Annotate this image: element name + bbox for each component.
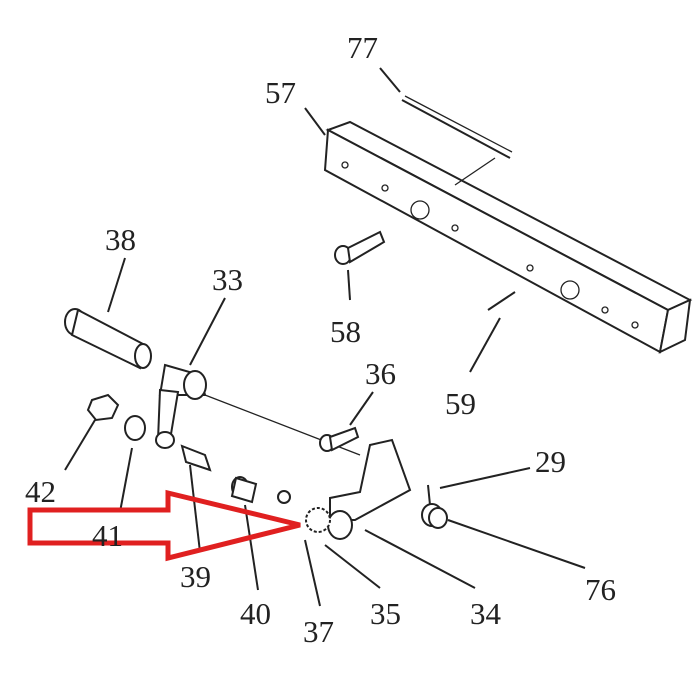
callout-76: 76 [585,572,616,607]
callout-35: 35 [370,596,401,631]
part-37-gear [305,507,331,533]
part-58-screw [334,230,386,265]
callout-77: 77 [347,30,378,65]
callout-38: 38 [105,222,136,257]
part-35-crank [327,438,412,540]
callout-57: 57 [265,75,296,110]
part-41-washer [124,415,146,441]
part-76-roller [421,503,448,529]
callout-40: 40 [240,596,271,631]
callout-41: 41 [92,518,123,553]
part-38-shaft [64,308,152,370]
part-77-pin [401,95,513,186]
callout-58: 58 [330,314,361,349]
part-small-screw [277,490,291,504]
leader-lines [64,67,586,607]
part-36-screw [319,426,360,452]
callout-34: 34 [470,596,502,631]
callout-42: 42 [25,474,56,509]
part-29-pin [427,484,431,506]
callout-39: 39 [180,559,211,594]
callout-29: 29 [535,444,566,479]
callout-36: 36 [365,356,396,391]
part-40-bushing [230,476,258,504]
part-57-rail [323,120,693,354]
part-42-nut [86,393,120,422]
callout-59: 59 [445,386,476,421]
callout-33: 33 [212,262,243,297]
part-39-stud [180,444,212,472]
part-59-pin [487,291,516,311]
highlight-arrow [27,489,301,562]
callout-37: 37 [303,614,334,649]
